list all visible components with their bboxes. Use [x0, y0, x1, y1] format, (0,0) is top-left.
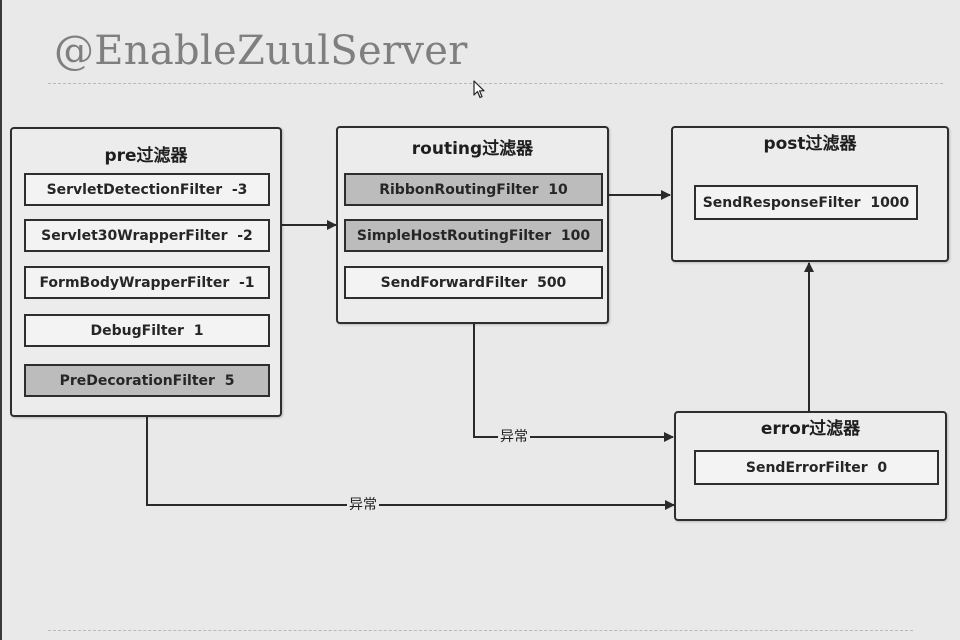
filter-order: 0	[877, 459, 888, 476]
filter-order: -3	[231, 181, 248, 198]
filter-name: SimpleHostRoutingFilter	[356, 227, 552, 244]
slide-title: @EnableZuulServer	[54, 28, 468, 74]
routing-error-edge-label: 异常	[498, 429, 530, 445]
filter-order: 1	[193, 322, 204, 339]
filter-send-response: SendResponseFilter 1000	[694, 185, 918, 220]
filter-order: 100	[560, 227, 591, 244]
filter-order: 1000	[870, 194, 910, 211]
filter-order: -1	[238, 274, 255, 291]
mouse-pointer-icon	[473, 80, 485, 99]
filter-order: 10	[548, 181, 568, 198]
filter-servlet30-wrapper: Servlet30WrapperFilter -2	[24, 219, 270, 252]
post-group-title: post过滤器	[763, 134, 857, 154]
title-divider	[48, 83, 943, 84]
error-group-title: error过滤器	[760, 419, 861, 439]
filter-debug: DebugFilter 1	[24, 314, 270, 347]
pre-group-title: pre过滤器	[104, 146, 188, 166]
filter-send-error: SendErrorFilter 0	[694, 450, 939, 485]
post-filter-group: post过滤器 SendResponseFilter 1000	[671, 126, 949, 262]
error-filter-group: error过滤器 SendErrorFilter 0	[674, 411, 947, 521]
filter-pre-decoration: PreDecorationFilter 5	[24, 364, 270, 397]
filter-name: FormBodyWrapperFilter	[39, 274, 230, 291]
filter-name: SendResponseFilter	[702, 194, 861, 211]
arrow-pre-to-error	[146, 417, 675, 510]
footer-divider	[48, 630, 913, 631]
filter-ribbon-routing: RibbonRoutingFilter 10	[344, 173, 603, 206]
filter-name: SendForwardFilter	[380, 274, 528, 291]
filter-order: 5	[224, 372, 235, 389]
filter-simple-host-routing: SimpleHostRoutingFilter 100	[344, 219, 603, 252]
routing-filter-group: routing过滤器 RibbonRoutingFilter 10 Simple…	[336, 126, 609, 324]
filter-order: 500	[537, 274, 567, 291]
slide-left-edge	[0, 0, 2, 640]
filter-name: PreDecorationFilter	[59, 372, 215, 389]
filter-order: -2	[237, 227, 253, 244]
filter-name: Servlet30WrapperFilter	[41, 227, 228, 244]
filter-name: DebugFilter	[90, 322, 184, 339]
filter-servlet-detection: ServletDetectionFilter -3	[24, 173, 270, 206]
filter-name: ServletDetectionFilter	[46, 181, 223, 198]
pre-filter-group: pre过滤器 ServletDetectionFilter -3 Servlet…	[10, 127, 282, 417]
filter-name: SendErrorFilter	[745, 459, 868, 476]
arrow-routing-to-error	[473, 323, 674, 442]
filter-name: RibbonRoutingFilter	[379, 181, 539, 198]
pre-error-edge-label: 异常	[347, 497, 379, 513]
filter-send-forward: SendForwardFilter 500	[344, 266, 603, 299]
filter-form-body-wrapper: FormBodyWrapperFilter -1	[24, 266, 270, 299]
routing-group-title: routing过滤器	[411, 139, 534, 159]
